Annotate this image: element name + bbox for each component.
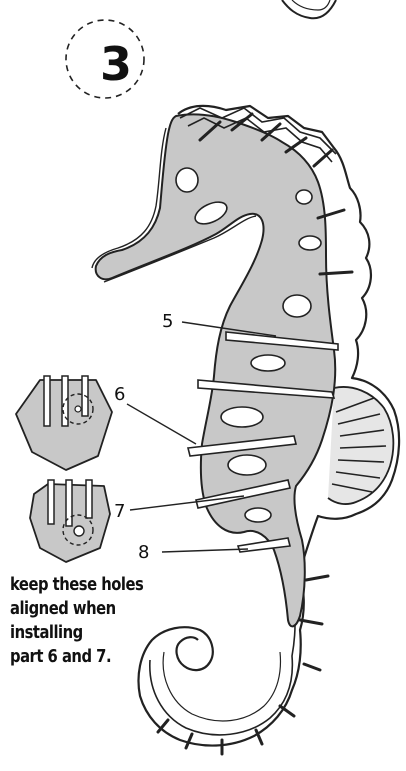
part-label-8: 8 [138, 542, 149, 563]
part-label-5: 5 [162, 311, 173, 332]
part-6-detail [16, 376, 112, 470]
step-number: 3 [100, 37, 132, 91]
part-7-detail [30, 480, 110, 562]
previous-step-fragment-inner [292, 0, 330, 10]
note-line: installing [10, 621, 141, 645]
note-line: aligned when [10, 597, 141, 621]
note-line: keep these holes [10, 573, 141, 597]
part-label-7: 7 [114, 501, 125, 522]
step-badge: 3 [66, 20, 144, 98]
alignment-note: keep these holes aligned when installing… [10, 573, 141, 669]
note-line: part 6 and 7. [10, 645, 141, 669]
part-label-6: 6 [114, 384, 125, 405]
